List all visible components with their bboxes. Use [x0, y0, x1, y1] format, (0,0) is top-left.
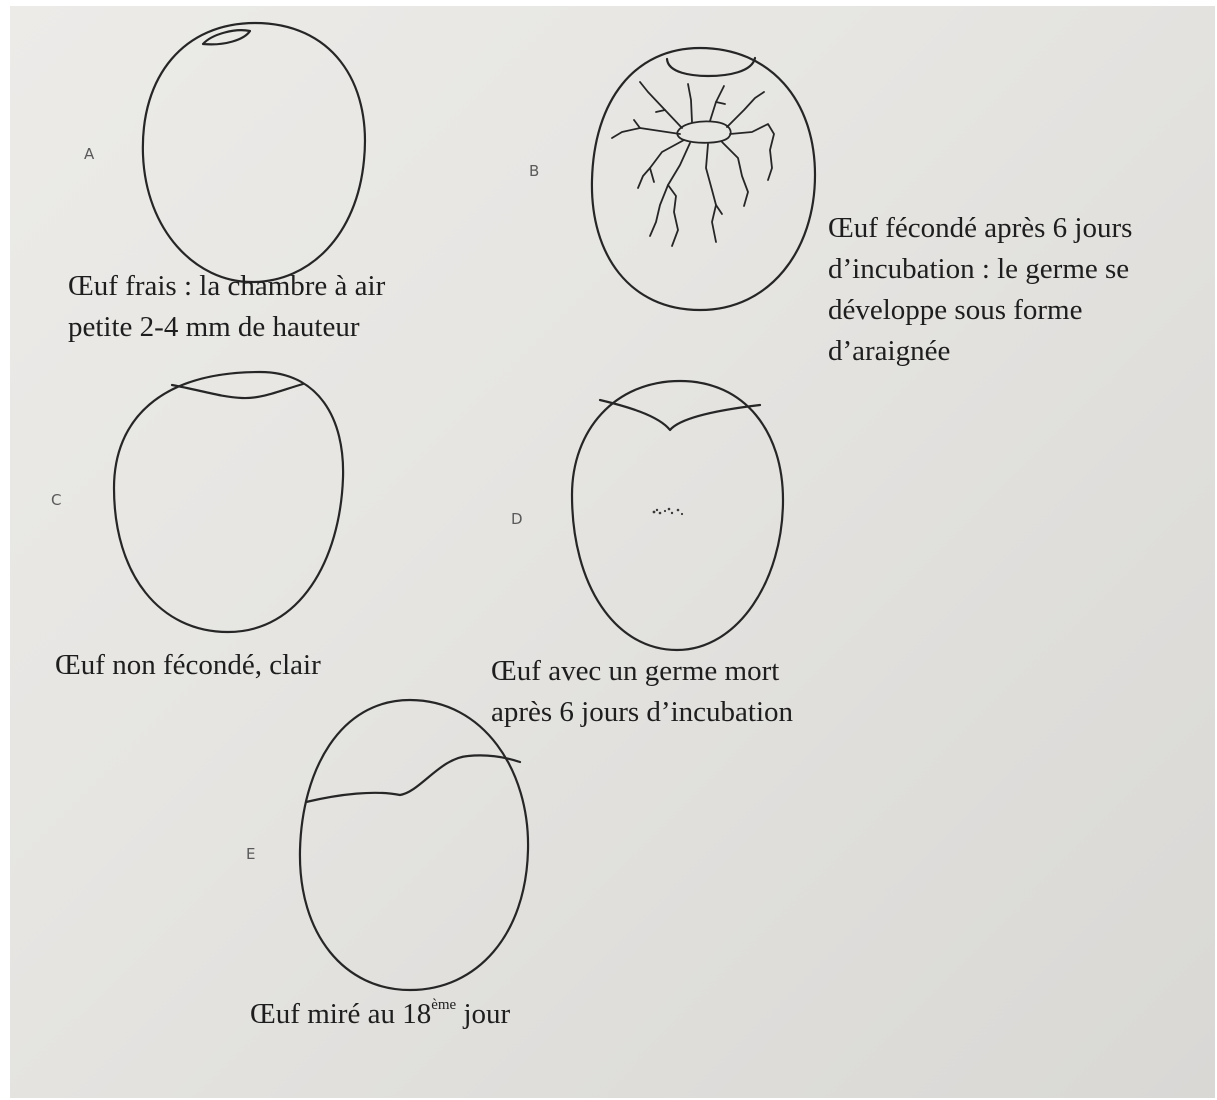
egg-b-vessel [729, 123, 775, 181]
egg-b-vessel [655, 109, 666, 113]
egg-b-spider-germ [611, 81, 775, 247]
egg-d-dot [663, 509, 667, 513]
egg-b-vessel [633, 119, 641, 129]
egg-b-vessel [721, 141, 749, 207]
egg-a-outline [141, 21, 367, 284]
egg-b-vessel [715, 101, 726, 105]
egg-a-caption: Œuf frais : la chambre à air petite 2-4 … [68, 266, 385, 348]
egg-d-air-cell [598, 398, 762, 432]
egg-b-vessel [667, 184, 679, 247]
egg-e-caption-text-end: jour [456, 998, 511, 1030]
egg-b-vessel [715, 204, 723, 215]
egg-d-dot [680, 512, 684, 516]
egg-d-dead-germ-dots [652, 507, 684, 516]
egg-d-letter: D [511, 510, 523, 528]
egg-b-vessel [639, 81, 683, 129]
egg-b-vessel [705, 143, 717, 243]
egg-c-air-cell [170, 382, 305, 400]
egg-d-dot [670, 511, 674, 515]
egg-b-outline [590, 46, 817, 312]
egg-b-caption-line: d’incubation : le germe se [828, 253, 1130, 285]
egg-d-outline [570, 379, 785, 652]
egg-b-vessel [649, 167, 655, 183]
egg-d-caption: Œuf avec un germe mort après 6 jours d’i… [491, 651, 793, 733]
egg-b-air-cell [665, 56, 757, 78]
egg-d-drawing [570, 379, 785, 652]
egg-e-caption: Œuf miré au 18ème jour [250, 994, 510, 1035]
egg-e-caption-text: Œuf miré au 18 [250, 998, 432, 1030]
egg-b-germ-body [676, 120, 732, 144]
egg-c-outline [112, 370, 345, 634]
egg-d-dot [655, 508, 659, 512]
egg-c-letter: C [51, 491, 62, 509]
egg-b-caption-line: développe sous forme [828, 294, 1083, 326]
egg-c-caption: Œuf non fécondé, clair [55, 645, 321, 686]
egg-c-caption-line: Œuf non fécondé, clair [55, 649, 321, 681]
egg-b-vessel [611, 127, 681, 139]
egg-d-caption-line: après 6 jours d’incubation [491, 696, 794, 728]
egg-e-caption-superscript: ème [431, 997, 457, 1013]
egg-a-air-cell [201, 29, 252, 46]
egg-e-air-cell [304, 754, 522, 804]
egg-d-dot [667, 507, 671, 511]
egg-c-drawing [112, 370, 345, 634]
egg-b-caption-line: Œuf fécondé après 6 jours [828, 212, 1133, 244]
egg-d-dot [652, 510, 656, 514]
egg-a-letter: A [84, 145, 95, 163]
egg-a-drawing [141, 21, 367, 284]
egg-d-caption-line: Œuf avec un germe mort [491, 655, 780, 687]
egg-b-drawing [590, 46, 817, 312]
egg-e-letter: E [246, 845, 256, 863]
egg-b-vessel [637, 139, 685, 189]
egg-d-dot [676, 508, 680, 512]
egg-b-letter: B [529, 162, 540, 180]
egg-e-outline [298, 698, 530, 992]
egg-b-vessel [726, 91, 765, 128]
egg-a-caption-line: petite 2-4 mm de hauteur [68, 311, 360, 343]
egg-a-caption-line: Œuf frais : la chambre à air [68, 270, 386, 302]
egg-b-vessel [649, 142, 691, 237]
egg-b-caption-line: d’araignée [828, 335, 951, 367]
egg-d-dot [658, 511, 662, 515]
egg-e-drawing [298, 698, 530, 992]
egg-b-caption: Œuf fécondé après 6 jours d’incubation :… [828, 208, 1132, 372]
egg-b-vessel [687, 83, 693, 123]
paper-background [10, 6, 1215, 1098]
